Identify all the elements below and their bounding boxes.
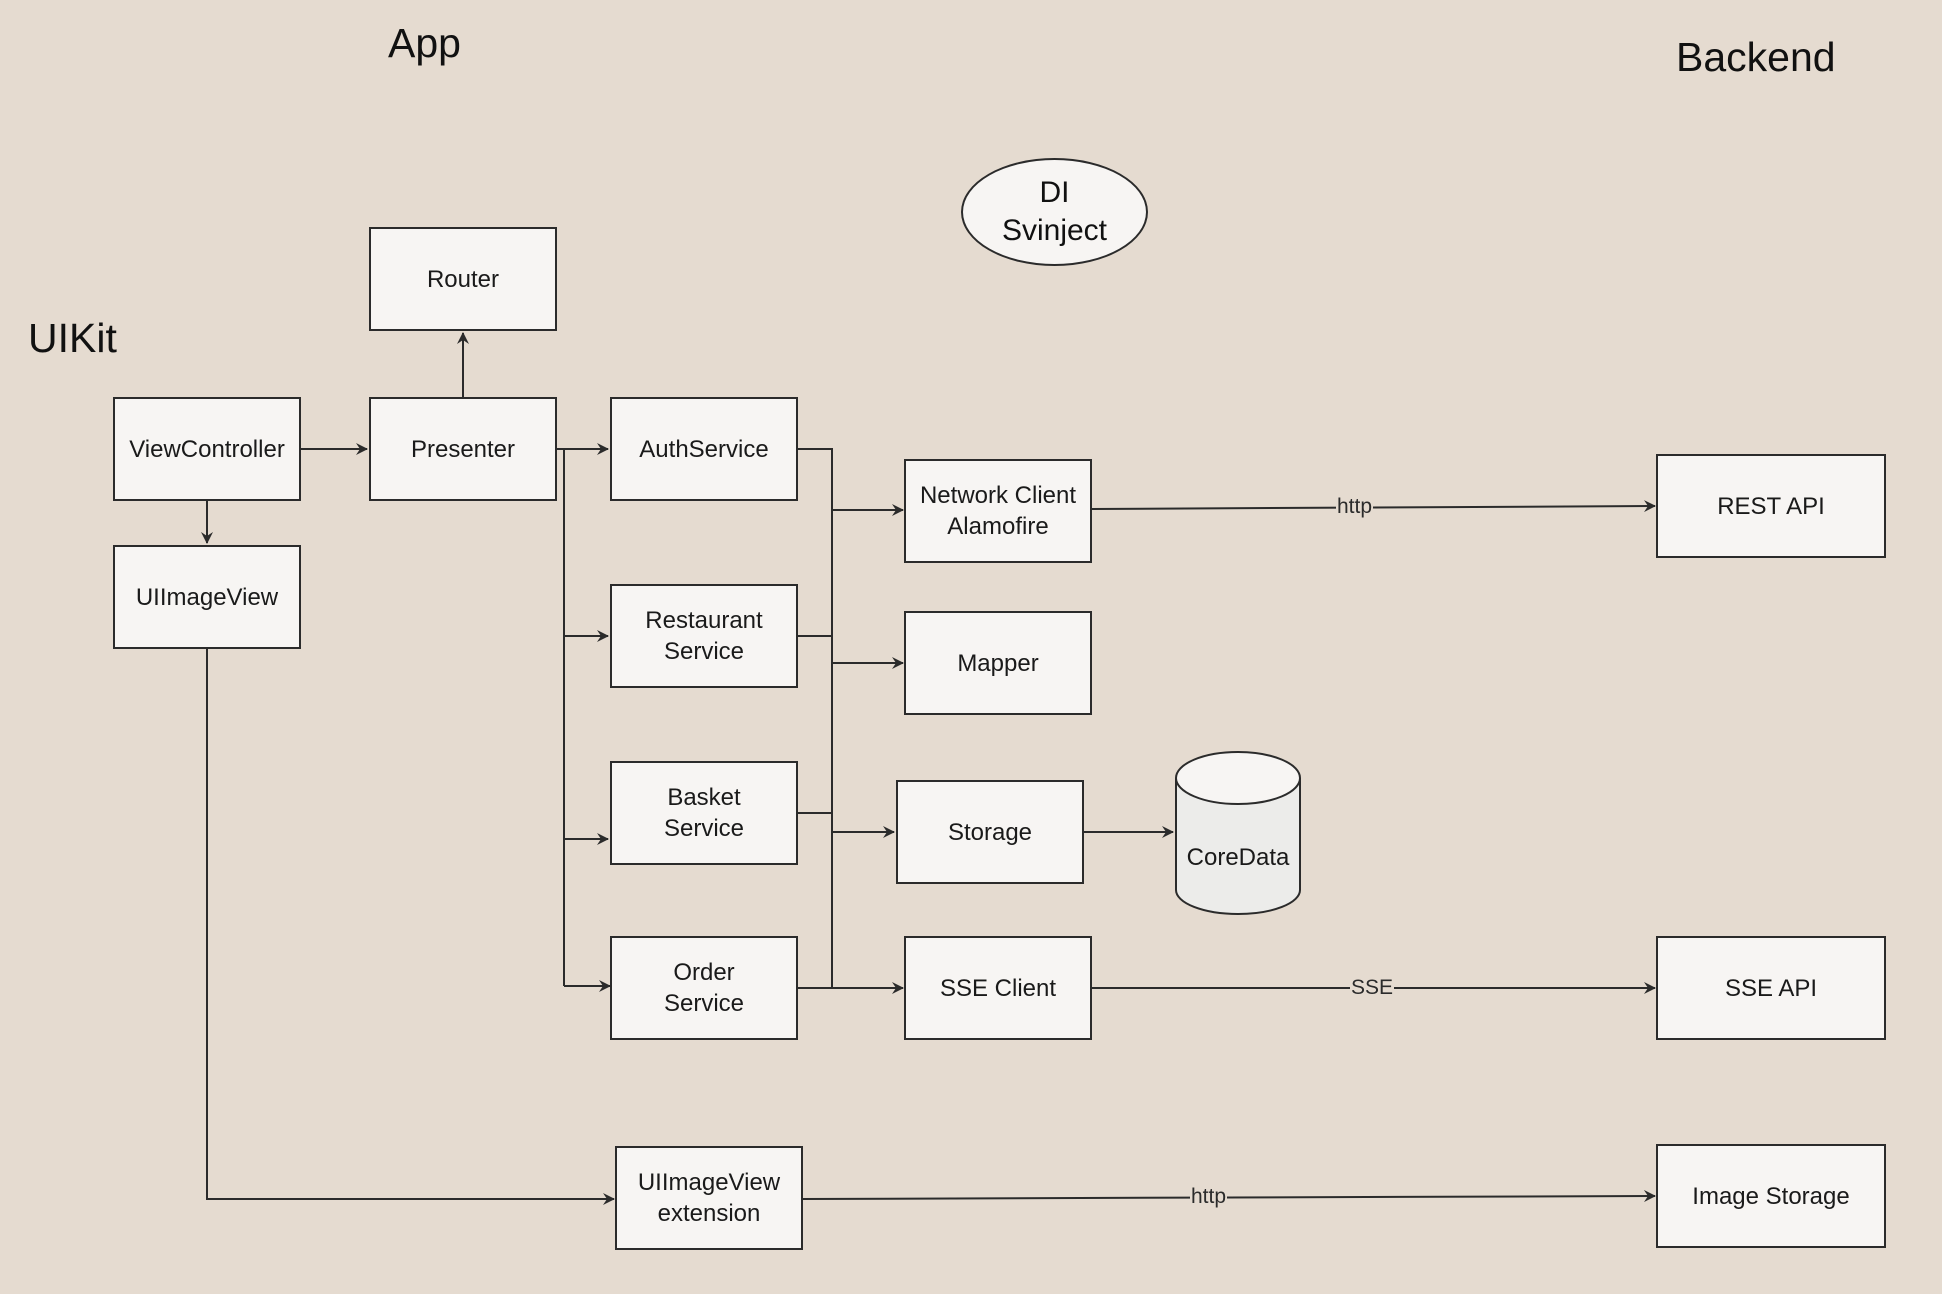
edge-label-http-images: http: [1190, 1185, 1228, 1209]
node-imagestorage: Image Storage: [1656, 1144, 1886, 1248]
edge-uiimageview-extension: [206, 649, 615, 1205]
node-restapi: REST API: [1656, 454, 1886, 558]
node-sseclient: SSE Client: [904, 936, 1092, 1040]
node-uiimageview: UIImageView: [113, 545, 301, 649]
edge-network-rest: [1091, 500, 1656, 513]
edge-label-http-rest: http: [1336, 495, 1374, 519]
section-title-app: App: [388, 20, 461, 66]
node-basketservice: Basket Service: [610, 761, 798, 865]
section-title-backend: Backend: [1676, 34, 1836, 80]
node-viewcontroller: ViewController: [113, 397, 301, 501]
node-networkclient: Network Client Alamofire: [904, 459, 1092, 563]
node-orderservice: Order Service: [610, 936, 798, 1040]
node-coredata-label: CoreData: [1186, 844, 1290, 871]
edge-auth-bus: [798, 448, 904, 516]
edge-label-sse: SSE: [1350, 976, 1395, 1000]
section-title-uikit: UIKit: [28, 315, 117, 361]
node-restaurantservice: Restaurant Service: [610, 584, 798, 688]
node-presenter: Presenter: [369, 397, 557, 501]
node-mapper: Mapper: [904, 611, 1092, 715]
node-sseapi: SSE API: [1656, 936, 1886, 1040]
node-uiimageview-extension: UIImageView extension: [615, 1146, 803, 1250]
node-storage: Storage: [896, 780, 1084, 884]
edge-extension-imagestorage: [801, 1190, 1656, 1203]
coredata-cylinder: [1175, 751, 1301, 915]
node-router: Router: [369, 227, 557, 331]
node-authservice: AuthService: [610, 397, 798, 501]
